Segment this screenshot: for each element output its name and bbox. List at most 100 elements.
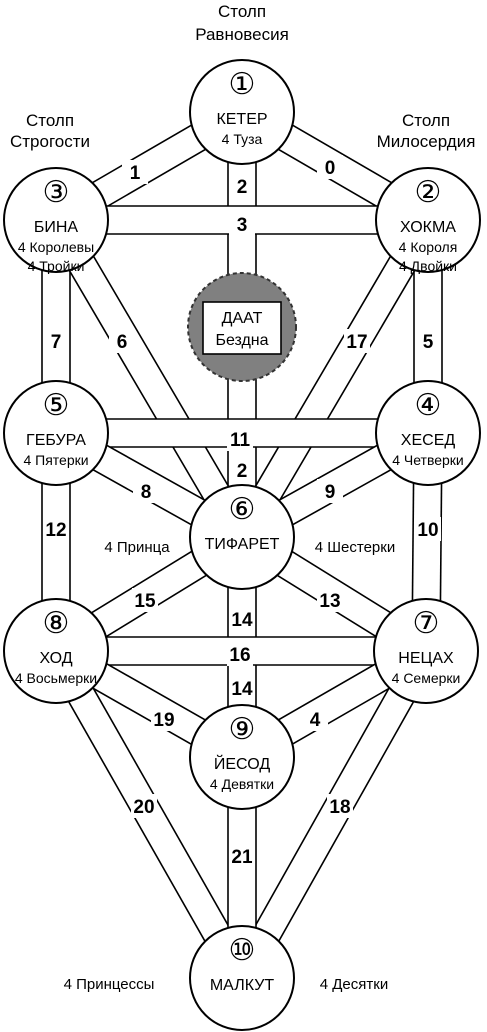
path-label-2-bg (229, 174, 255, 198)
path-label-15: 15 (134, 591, 156, 612)
sephira-circle (189, 484, 295, 590)
sephira-card-label: 4 Семерки (392, 670, 461, 686)
sephira-card-label: 4 Четверки (392, 452, 464, 468)
path-label-18: 18 (329, 797, 350, 818)
tiferet-left-label: 4 Принца (104, 539, 170, 556)
sephira-circle (373, 598, 479, 704)
path-label-13: 13 (319, 591, 340, 612)
sephira-name: ТИФАРЕТ (205, 536, 280, 553)
path-label-6-bg (109, 329, 135, 353)
sephira-number: ⑥ (229, 493, 256, 526)
sephira-card-label: 4 Девятки (210, 776, 274, 792)
sephira-name: ХЕСЕД (401, 432, 456, 449)
sephira-number: ⑩ (229, 934, 256, 967)
sephira-name: МАЛКУТ (210, 977, 275, 994)
path-edge (43, 657, 231, 986)
path-binah-tiferet (43, 212, 255, 545)
pillar-left-line1: Столп (26, 111, 74, 130)
sephira-number: ⑨ (229, 713, 256, 746)
path-label-12-bg (43, 517, 69, 541)
path-label-0-bg (317, 155, 343, 179)
sephira-number: ⑤ (43, 389, 70, 422)
sephira-circle (3, 167, 109, 273)
sephira-circle (3, 380, 109, 486)
path-label-16-bg (227, 642, 253, 666)
path-label-3: 3 (237, 215, 248, 236)
sephira-keter: ① КЕТЕР 4 Туза (189, 59, 295, 165)
sephira-number: ⑦ (413, 607, 440, 640)
sephira-hesed: ④ ХЕСЕД 4 Четверки (375, 380, 481, 486)
daat-node: ДААТ Бездна (187, 272, 297, 382)
path-edge (43, 226, 231, 545)
sephira-circle (189, 925, 295, 1031)
path-band (412, 432, 442, 652)
path-label-7-bg (43, 329, 69, 353)
path-label-7: 7 (51, 332, 62, 353)
path-edge (253, 226, 441, 545)
path-label-21: 21 (231, 847, 253, 868)
path-label-extra-tiferet-yesod-bg (229, 676, 255, 700)
sephira-number: ① (229, 68, 256, 101)
sephira-name: КЕТЕР (216, 111, 267, 128)
pillar-center-line2: Равновесия (195, 25, 289, 44)
path-label-9: 9 (325, 482, 336, 503)
sephira-circle (375, 167, 481, 273)
pillar-right-line1: Столп (402, 111, 450, 130)
path-label-extra-keter-tiferet-bg (229, 458, 255, 482)
path-edge (229, 212, 417, 531)
sephira-circle (375, 380, 481, 486)
path-label-12: 12 (45, 520, 66, 541)
path-label-2: 2 (237, 177, 248, 198)
path-label-4: 4 (310, 710, 321, 731)
path-label-14-bg (229, 607, 255, 631)
pillar-left-line2: Строгости (10, 132, 90, 151)
malkut-right-label: 4 Десятки (320, 976, 388, 993)
path-label-9-bg (317, 479, 343, 503)
sephira-number: ③ (43, 176, 70, 209)
path-label-20-bg (131, 794, 157, 818)
path-label-extra-tiferet-yesod: 14 (231, 679, 253, 700)
sephira-card-label: 4 Туза (222, 131, 263, 147)
path-label-6: 6 (117, 332, 128, 353)
sephira-card-label: 4 Пятерки (23, 452, 88, 468)
path-band (229, 212, 441, 545)
sephira-card-label: 4 Королевы (18, 239, 94, 255)
path-label-0: 0 (325, 158, 336, 179)
path-band (42, 433, 70, 651)
path-label-17: 17 (346, 332, 367, 353)
path-label-1: 1 (130, 163, 141, 184)
path-edge (67, 643, 255, 972)
sephira-circle (189, 704, 295, 810)
sephira-tiferet: ⑥ ТИФАРЕТ (189, 484, 295, 590)
path-label-11: 11 (230, 430, 251, 451)
path-label-8: 8 (141, 482, 152, 503)
path-band (42, 220, 70, 433)
sephira-card-label: 4 Восьмерки (15, 670, 97, 686)
sephira-card-label: 4 Двойки (399, 258, 457, 274)
path-label-20: 20 (133, 797, 154, 818)
path-label-19: 19 (153, 710, 174, 731)
pillar-center-line1: Столп (218, 2, 266, 21)
pillar-right-line2: Милосердия (377, 132, 476, 151)
path-label-16: 16 (229, 645, 250, 666)
path-band (43, 212, 255, 545)
sephira-name: ЙЕСОД (214, 754, 270, 773)
daat-label: ДААТ (222, 310, 263, 327)
path-edge (67, 212, 255, 531)
sephira-number: ④ (415, 389, 442, 422)
path-label-19-bg (151, 707, 177, 731)
path-band (414, 220, 442, 433)
sephira-name: БИНА (34, 219, 79, 236)
path-label-5-bg (415, 329, 441, 353)
path-label-18-bg (327, 794, 353, 818)
path-hokhmah-tiferet (229, 212, 441, 545)
path-label-14: 14 (231, 610, 253, 631)
